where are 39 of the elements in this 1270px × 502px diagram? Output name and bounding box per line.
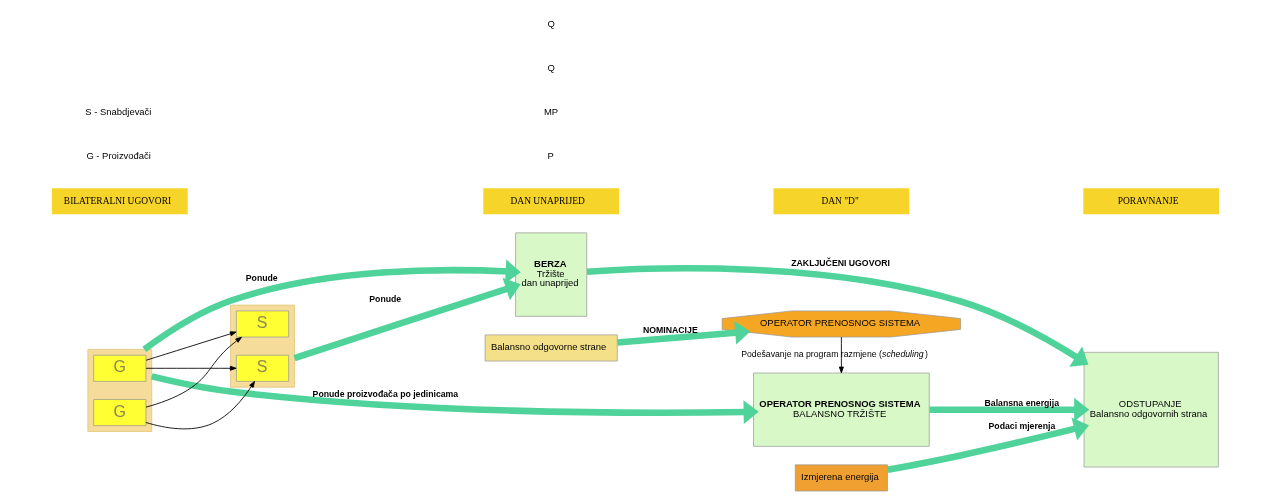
label: P (547, 150, 554, 162)
node-box: G (92, 354, 146, 382)
arrow (616, 320, 750, 346)
node-box: OPERATOR PRENOSNOG SISTEMA BALANSNO TRŽIŠTE (752, 372, 930, 447)
edge-label: NOMINACIJE (642, 325, 698, 336)
label: MP (543, 106, 558, 118)
edge-label: Podaci mjerenja (988, 421, 1055, 431)
edge-label: Balansna energija (984, 398, 1059, 409)
label: G - Proizvođači (85, 150, 151, 162)
arrow (886, 417, 1089, 474)
arrow (292, 277, 521, 362)
node-box: Izmjerena energija (794, 464, 888, 492)
label: S - Snabdjevači (84, 106, 151, 118)
label: Q (547, 17, 555, 29)
label: PORAVNANJE (1117, 195, 1178, 206)
node-box: S (235, 354, 289, 382)
arrow (145, 336, 242, 408)
edge-label: Ponude (245, 272, 278, 283)
node-box: Balansno odgovorne strane (484, 334, 618, 362)
node-box: G (92, 399, 146, 427)
arrow (145, 365, 237, 371)
arrow (141, 259, 521, 353)
arrow (145, 381, 255, 430)
edge-label: Ponude (368, 293, 401, 304)
label: DAN "D" (820, 195, 859, 206)
edge-label: ZAKLJUČENI UGOVORI (790, 258, 890, 269)
node-box: BERZA Tržište dan unaprijed (514, 232, 587, 317)
cluster (87, 349, 152, 432)
label: Q (547, 61, 555, 73)
arrow (150, 373, 759, 424)
arrow (586, 265, 1088, 367)
arrow (838, 336, 844, 374)
node-box: ODSTUPANJE Balansno odgovornih strana (1083, 351, 1219, 468)
arrow (928, 397, 1089, 422)
edge-label: Ponude proizvođača po jedinicama (312, 389, 458, 400)
label: DAN UNAPRIJED (510, 195, 585, 206)
label: BILATERALNI UGOVORI (63, 195, 171, 206)
arrow (145, 331, 237, 361)
node-box: S (235, 310, 289, 338)
